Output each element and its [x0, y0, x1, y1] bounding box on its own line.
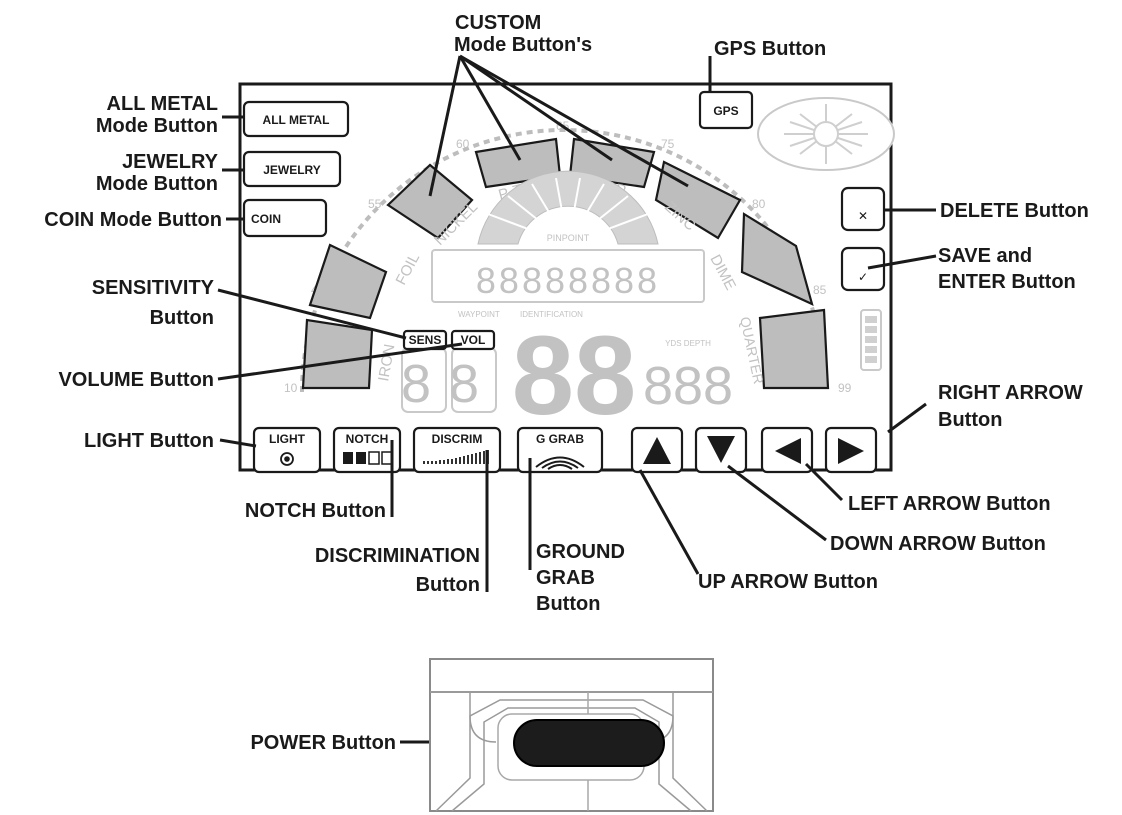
callout-gps: GPS Button [714, 38, 826, 60]
gps-button[interactable] [698, 90, 754, 130]
target-segment-dime [740, 212, 814, 306]
scale-tick-80: 80 [752, 197, 766, 211]
ground-grab-button[interactable] [516, 426, 604, 474]
callout-discrimination-line2: Button [416, 574, 480, 596]
coin-button-label: COIN [251, 212, 281, 226]
all-metal-button-label: ALL METAL [263, 113, 330, 127]
callout-down-arrow: DOWN ARROW Button [830, 533, 1046, 555]
callout-notch: NOTCH Button [245, 500, 386, 522]
callout-custom-line1: CUSTOM [455, 12, 541, 34]
x-icon: ✕ [858, 209, 868, 223]
right-arrow-icon [838, 438, 864, 464]
big-digits: 88 [512, 313, 637, 438]
depth-digits: 888 [643, 356, 733, 416]
pinpoint-label: PINPOINT [547, 233, 590, 243]
callout-ground-line3: Button [536, 593, 600, 615]
callout-save-line1: SAVE and [938, 245, 1032, 267]
battery-icon [860, 309, 882, 371]
target-segment-nickel [386, 163, 474, 240]
vol-button[interactable] [450, 329, 496, 351]
jewelry-button-label: JEWELRY [263, 163, 321, 177]
callout-right-arrow-line2: Button [938, 409, 1002, 431]
left-arrow-icon [775, 438, 801, 464]
scale-tick-99: 99 [838, 381, 852, 395]
callout-delete: DELETE Button [940, 200, 1089, 222]
callout-left-arrow: LEFT ARROW Button [848, 493, 1051, 515]
callout-custom-line2: Mode Button's [454, 34, 592, 56]
callout-all-metal-line2: Mode Button [96, 115, 218, 137]
callout-all-metal-line1: ALL METAL [107, 93, 218, 115]
light-button-label: LIGHT [269, 432, 306, 446]
callout-ground-line1: GROUND [536, 541, 625, 563]
callout-sensitivity-line1: SENSITIVITY [92, 277, 215, 299]
save-enter-button[interactable] [840, 246, 886, 292]
callout-sensitivity-line2: Button [150, 307, 214, 329]
gps-button-label: GPS [713, 104, 738, 118]
ground-grab-button-label: G GRAB [536, 432, 584, 446]
sens-button-label: SENS [409, 333, 442, 347]
callout-jewelry-line2: Mode Button [96, 173, 218, 195]
scale-tick-10: 10 [284, 381, 298, 395]
pinpoint-fan-icon [477, 170, 659, 245]
callout-right-arrow-line1: RIGHT ARROW [938, 382, 1083, 404]
callout-volume: VOLUME Button [58, 369, 214, 391]
small-digits: 88 [401, 354, 497, 414]
discrim-button-label: DISCRIM [432, 432, 483, 446]
identification-label: IDENTIFICATION [520, 310, 583, 319]
target-segment-quarter [758, 308, 830, 390]
callout-light: LIGHT Button [84, 430, 214, 452]
power-button[interactable] [513, 719, 665, 767]
check-icon: ✓ [858, 270, 868, 284]
pinpoint-fan-rays [487, 177, 649, 245]
scale-tick-75: 75 [661, 137, 675, 151]
callout-power: POWER Button [250, 732, 396, 754]
target-segment-foil [308, 243, 388, 320]
yds-depth-label: YDS DEPTH [665, 339, 711, 348]
notch-button-label: NOTCH [346, 432, 389, 446]
waypoint-label: WAYPOINT [458, 310, 500, 319]
callout-up-arrow: UP ARROW Button [698, 571, 878, 593]
down-arrow-icon [707, 436, 735, 463]
scale-tick-55: 55 [368, 197, 382, 211]
all-metal-button[interactable] [242, 100, 350, 138]
scale-tick-60: 60 [456, 137, 470, 151]
light-icon [280, 452, 294, 466]
alpha-digits: 88888888 [476, 260, 660, 301]
callout-ground-line2: GRAB [536, 567, 595, 589]
alpha-display [431, 249, 705, 303]
scale-tick-85: 85 [813, 283, 827, 297]
signal-arcs-icon [535, 456, 585, 470]
callout-coin: COIN Mode Button [44, 209, 222, 231]
callout-discrimination-line1: DISCRIMINATION [315, 545, 480, 567]
vol-button-label: VOL [461, 333, 486, 347]
light-button[interactable] [252, 426, 322, 474]
callout-jewelry-line1: JEWELRY [122, 151, 219, 173]
compass-icon [757, 97, 895, 171]
up-arrow-icon [643, 437, 671, 464]
target-segment-iron [301, 318, 374, 390]
leader-lines [217, 54, 937, 744]
callout-save-line2: ENTER Button [938, 271, 1076, 293]
